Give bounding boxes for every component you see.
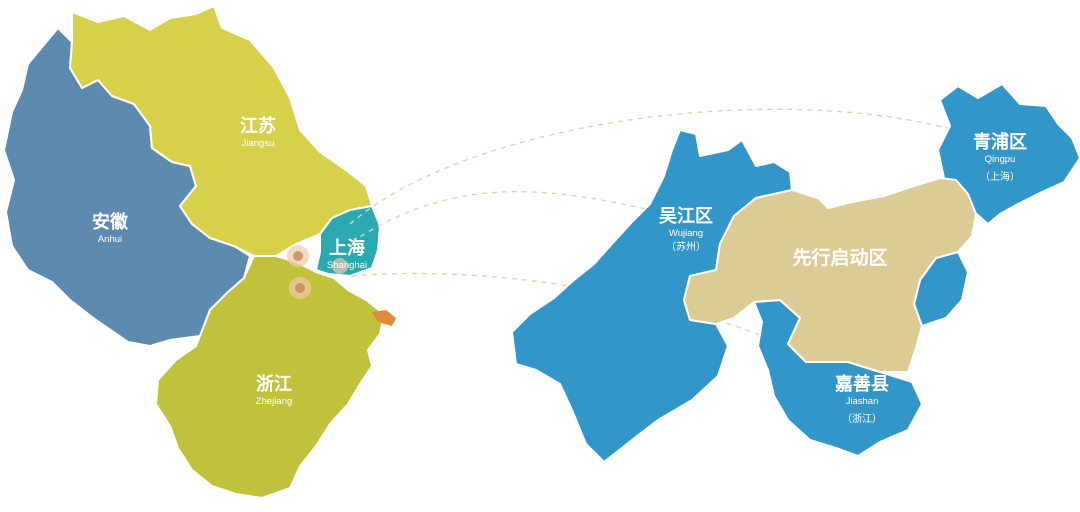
location-marker-dot — [293, 251, 303, 261]
qingpu-label-en: Qingpu — [985, 154, 1016, 165]
jiangsu-label: 江苏 — [240, 115, 276, 137]
zhejiang-label: 浙江 — [256, 373, 292, 395]
link-line-qingpu — [349, 108, 963, 225]
anhui-label-en: Anhui — [98, 234, 122, 245]
wujiang-label-en: Wujiang — [669, 228, 703, 239]
jiangsu-region[interactable] — [69, 5, 373, 257]
wujiang-label-sub: （苏州） — [666, 240, 706, 253]
anhui-label: 安徽 — [92, 211, 129, 233]
shanghai-region[interactable] — [315, 205, 381, 277]
zhejiang-region[interactable] — [155, 255, 385, 499]
jiashan-label-en: Jiashan — [846, 396, 879, 407]
link-line-wujiang — [351, 190, 661, 243]
wujiang-region[interactable] — [511, 129, 793, 463]
location-marker — [332, 258, 348, 274]
island-region — [372, 310, 396, 326]
location-marker-dot — [295, 283, 305, 293]
core-zone-label: 先行启动区 — [792, 246, 887, 269]
qingpu-label: 青浦区 — [973, 131, 1027, 153]
jiashan-label: 嘉善县 — [834, 373, 889, 395]
jiangsu-label-en: Jiangsu — [242, 138, 275, 149]
shanghai-label-en: Shanghai — [327, 260, 367, 271]
zhejiang-label-en: Zhejiang — [256, 396, 292, 407]
core-zone-region[interactable] — [683, 177, 977, 373]
wujiang-label: 吴江区 — [659, 206, 713, 227]
shanghai-label: 上海 — [329, 237, 365, 259]
jiashan-label-sub: （浙江） — [842, 413, 882, 425]
qingpu-label-sub: （上海） — [980, 170, 1020, 183]
